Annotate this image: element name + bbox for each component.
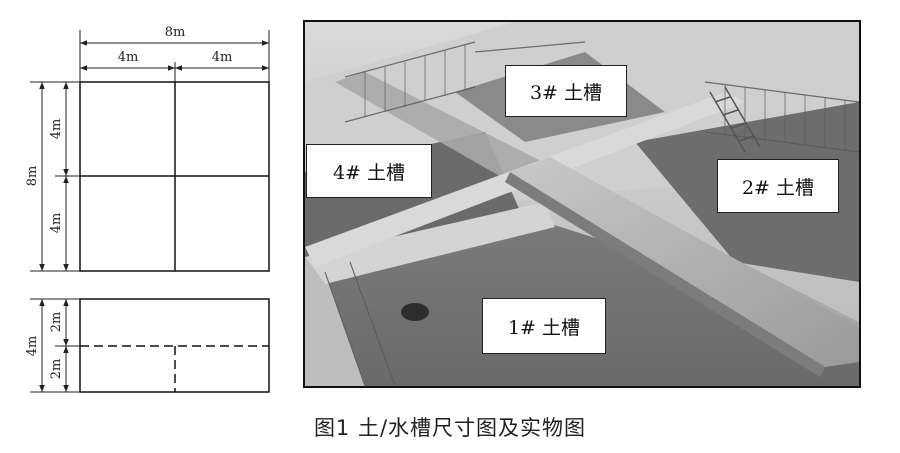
- tank-label-1: 1# 土槽: [482, 298, 606, 354]
- depth-2m-lower-label: 2m: [49, 359, 64, 380]
- dimension-drawing: 8m 4m 4m 8m 4m 4m 4m 2m 2m: [25, 25, 270, 393]
- depth-2m-upper-label: 2m: [49, 312, 64, 333]
- height-4m-bottom-label: 4m: [49, 213, 64, 234]
- height-4m-top-label: 4m: [49, 119, 64, 140]
- depth-4m-label: 4m: [25, 336, 40, 357]
- width-8m-label: 8m: [165, 25, 186, 40]
- tank-label-3: 3# 土槽: [505, 65, 627, 117]
- tank-photo: 3# 土槽 4# 土槽 2# 土槽 1# 土槽: [303, 20, 861, 388]
- figure-caption: 图1 土/水槽尺寸图及实物图: [313, 416, 587, 440]
- tank-label-4: 4# 土槽: [306, 144, 432, 198]
- height-8m-label: 8m: [25, 166, 40, 187]
- width-4m-right-label: 4m: [212, 50, 233, 65]
- width-4m-left-label: 4m: [118, 50, 139, 65]
- tank-label-2: 2# 土槽: [717, 159, 839, 213]
